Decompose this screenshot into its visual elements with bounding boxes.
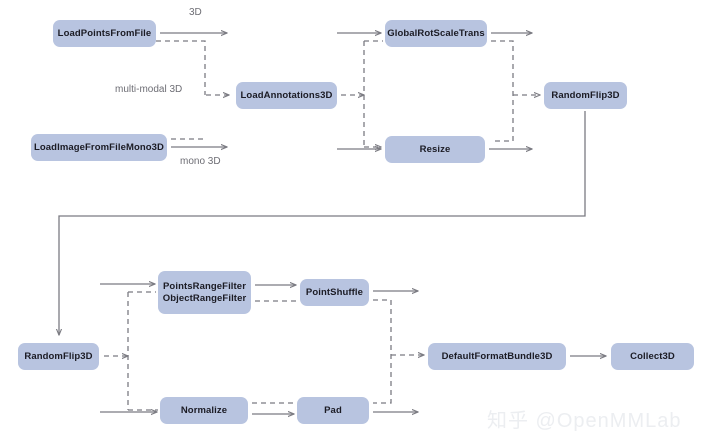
node-label: LoadImageFromFileMono3D: [33, 141, 165, 153]
watermark: 知乎 @OpenMMLab: [487, 410, 682, 432]
node-label: PointShuffle: [305, 286, 364, 298]
node-label: Normalize: [180, 404, 228, 416]
node-point-shuffle[interactable]: PointShuffle: [300, 279, 369, 306]
edge-wrap-connector: [59, 111, 586, 335]
node-resize[interactable]: Resize: [385, 136, 485, 163]
node-normalize[interactable]: Normalize: [160, 397, 248, 424]
node-label: LoadAnnotations3D: [240, 89, 333, 101]
node-global-rot-scale-trans[interactable]: GlobalRotScaleTrans: [385, 20, 487, 47]
node-label: PointsRangeFilter: [163, 280, 246, 292]
node-load-image-from-file-mono3d[interactable]: LoadImageFromFileMono3D: [31, 134, 167, 161]
node-random-flip-3d-top[interactable]: RandomFlip3D: [544, 82, 627, 109]
node-load-annotations-3d[interactable]: LoadAnnotations3D: [236, 82, 337, 109]
node-pad[interactable]: Pad: [297, 397, 369, 424]
node-label: RandomFlip3D: [24, 350, 93, 362]
node-label: GlobalRotScaleTrans: [387, 27, 485, 39]
node-label: Pad: [324, 404, 342, 416]
edge-merge-bus-bundle: [373, 299, 392, 404]
node-collect-3d[interactable]: Collect3D: [611, 343, 694, 370]
node-label: LoadPointsFromFile: [57, 27, 152, 39]
edge-label-3d: 3D: [189, 7, 202, 18]
node-range-filters[interactable]: PointsRangeFilter ObjectRangeFilter: [158, 271, 251, 314]
node-label: DefaultFormatBundle3D: [441, 350, 553, 362]
node-default-format-bundle-3d[interactable]: DefaultFormatBundle3D: [428, 343, 566, 370]
node-load-points-from-file[interactable]: LoadPointsFromFile: [53, 20, 156, 47]
node-random-flip-3d-bottom[interactable]: RandomFlip3D: [18, 343, 99, 370]
edge-label-mono-3d: mono 3D: [180, 156, 221, 167]
node-label: Collect3D: [630, 350, 675, 362]
node-label: RandomFlip3D: [551, 89, 620, 101]
node-label-line2: ObjectRangeFilter: [162, 292, 247, 304]
edge-merge-bus-randomflip: [491, 40, 514, 142]
edge-label-multi-modal-3d: multi-modal 3D: [115, 84, 183, 95]
node-label: Resize: [419, 143, 451, 155]
